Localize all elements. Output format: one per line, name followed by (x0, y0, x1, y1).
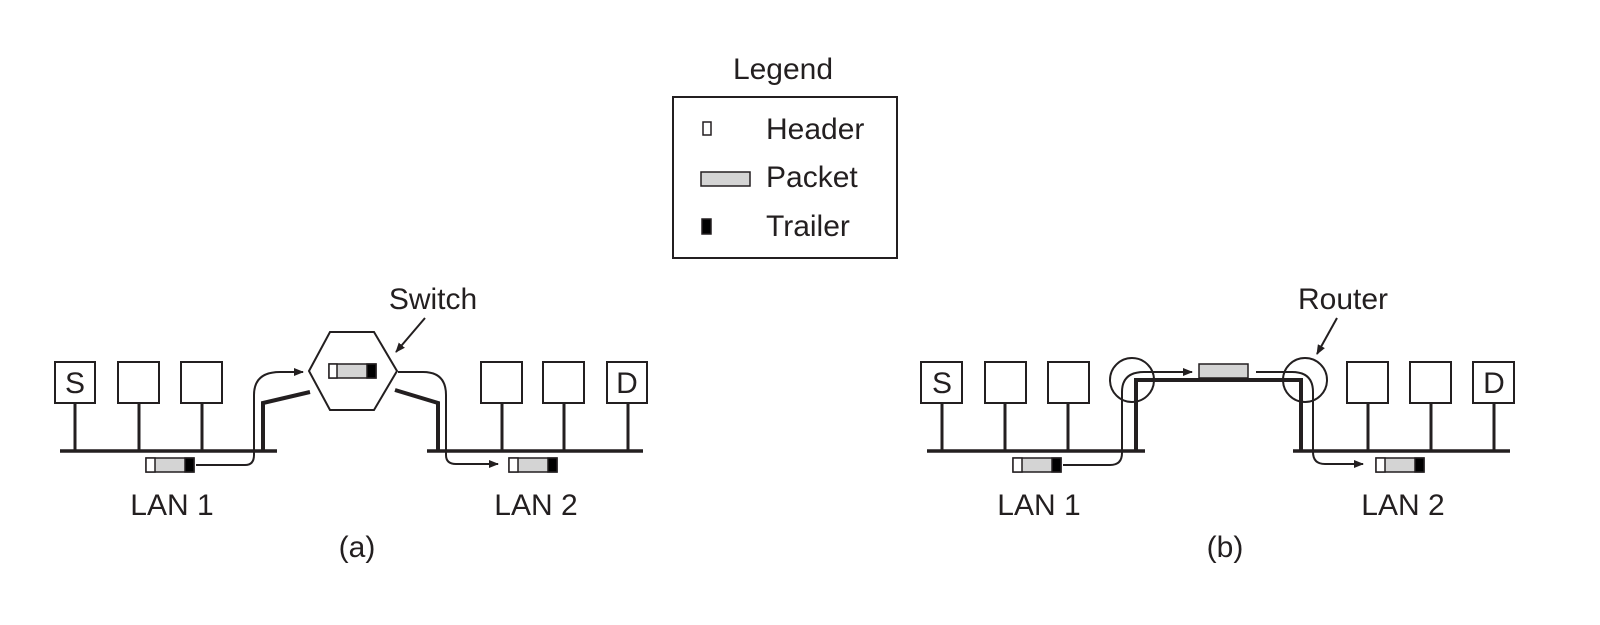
frame-in-switch (328, 363, 377, 379)
frame-trailer (1051, 457, 1062, 473)
frame-lan2-b (1375, 457, 1425, 473)
path-arrow-in-b (1063, 368, 1193, 466)
switch-label: Switch (389, 283, 477, 316)
lan2-label-b: LAN 2 (1361, 489, 1444, 522)
legend-title: Legend (733, 53, 833, 86)
frame-trailer (547, 457, 558, 473)
dest-host-label: D (616, 367, 638, 400)
switch-pointer-arrow (395, 317, 426, 353)
panel-b: S Router D L (920, 283, 1515, 564)
source-host-b (920, 361, 963, 404)
host-box (480, 361, 523, 404)
link-lan1-switch (261, 390, 311, 451)
lan2-label-a: LAN 2 (494, 489, 577, 522)
dest-host-a (606, 361, 648, 404)
host-box (542, 361, 585, 404)
legend: Legend Header Packet Trailer (672, 53, 898, 259)
dest-host-b (1472, 361, 1515, 404)
path-arrow-in-a (196, 368, 304, 466)
legend-packet-icon (700, 171, 751, 187)
frame-trailer (1414, 457, 1425, 473)
legend-trailer-icon (701, 218, 712, 235)
path-arrow-out-b (1256, 371, 1364, 468)
host-box (180, 361, 223, 404)
router-link (1134, 378, 1303, 451)
legend-trailer-label: Trailer (766, 210, 850, 243)
caption-a: (a) (339, 531, 376, 564)
frame-trailer (184, 457, 195, 473)
lan1-label-a: LAN 1 (130, 489, 213, 522)
legend-header-label: Header (766, 113, 864, 146)
frame-header (1375, 457, 1386, 473)
host-box (984, 361, 1027, 404)
path-arrow-out-a (398, 371, 499, 468)
source-host-label: S (932, 367, 952, 400)
frame-header (508, 457, 519, 473)
frame-header (145, 457, 156, 473)
legend-header-icon (702, 121, 712, 136)
router-label: Router (1298, 283, 1388, 316)
frame-trailer (366, 363, 377, 379)
host-box (1409, 361, 1452, 404)
source-host-a (54, 361, 96, 404)
frame-lan1-a (145, 457, 195, 473)
host-box (117, 361, 160, 404)
dest-host-label: D (1483, 367, 1505, 400)
panel-a: S Switch D (54, 283, 648, 564)
router-pointer-arrow (1316, 317, 1338, 355)
link-switch-lan2 (394, 388, 440, 451)
host-box (1047, 361, 1090, 404)
lan1-label-b: LAN 1 (997, 489, 1080, 522)
frame-header (328, 363, 338, 379)
source-host-label: S (65, 367, 85, 400)
host-box (1346, 361, 1389, 404)
frame-lan2-a (508, 457, 558, 473)
caption-b: (b) (1207, 531, 1244, 564)
legend-packet-label: Packet (766, 161, 858, 194)
packet-between-routers (1198, 363, 1249, 379)
frame-lan1-b (1012, 457, 1062, 473)
frame-header (1012, 457, 1023, 473)
